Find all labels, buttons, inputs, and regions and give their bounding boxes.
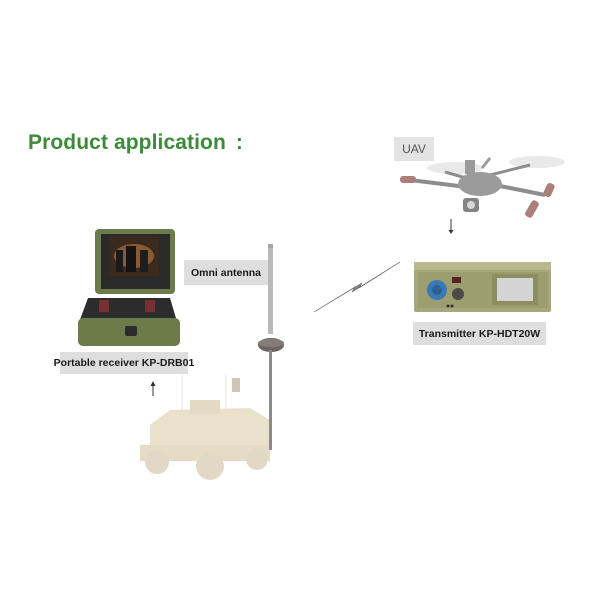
title-text: Product application	[28, 131, 226, 154]
vehicle-image	[140, 375, 270, 480]
wireless-link-icon	[313, 261, 401, 313]
uav-drone-image	[400, 156, 565, 218]
portable-receiver-label: Portable receiver KP-DRB01	[54, 352, 194, 374]
transmitter-image	[414, 262, 551, 312]
omni-antenna-label: Omni antenna	[184, 260, 268, 285]
portable-receiver-image	[78, 229, 180, 346]
page-title: Product application:	[28, 131, 243, 155]
omni-antenna-image	[258, 244, 284, 450]
uav-label: UAV	[394, 137, 434, 161]
arrow-down-icon	[448, 219, 454, 234]
transmitter-label: Transmitter KP-HDT20W	[413, 322, 546, 345]
title-colon: :	[235, 131, 244, 154]
arrow-up-icon	[150, 381, 156, 396]
